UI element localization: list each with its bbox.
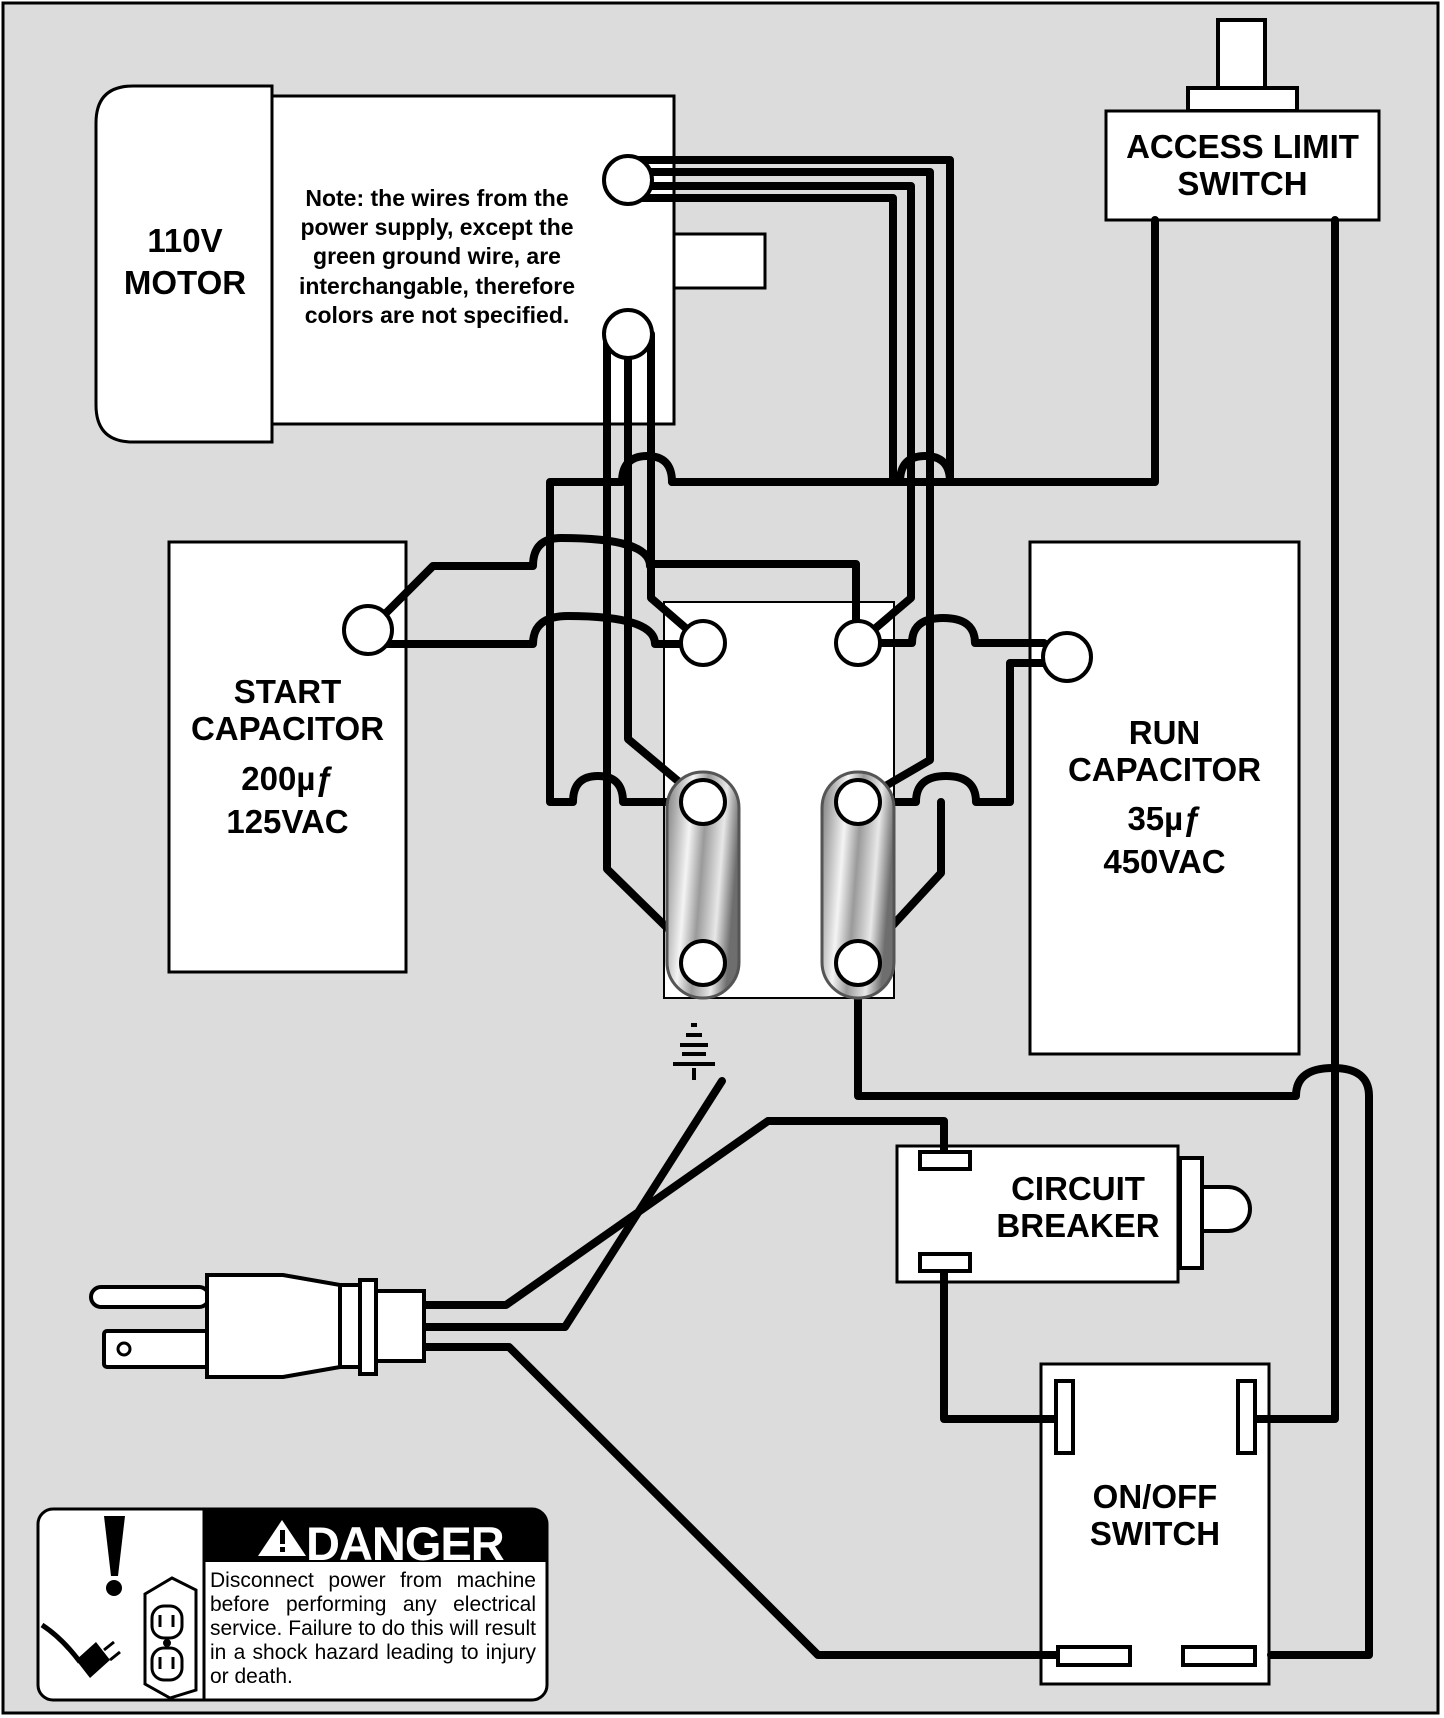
ground-symbol xyxy=(673,1023,715,1080)
motor-wiring-note: Note: the wires from the power supply, e… xyxy=(298,185,576,328)
outlet-icon xyxy=(143,1576,198,1700)
motor-terminal-bottom xyxy=(602,308,654,360)
terminal-block-post xyxy=(679,778,727,826)
motor-terminal-top xyxy=(602,154,654,206)
power-plug xyxy=(89,1273,426,1379)
warning-triangle-icon xyxy=(258,1520,306,1556)
start-capacitor-name: START CAPACITOR xyxy=(190,673,385,748)
breaker-terminal-bottom xyxy=(918,1252,972,1273)
terminal-block-post xyxy=(679,619,727,667)
terminal-block-post xyxy=(834,778,882,826)
start-capacitor-voltage: 125VAC xyxy=(226,803,349,840)
access-limit-switch-label: ACCESS LIMIT SWITCH xyxy=(1126,128,1359,203)
motor-label: MOTOR xyxy=(123,264,247,301)
breaker-terminal-top xyxy=(918,1150,972,1171)
circuit-breaker-label: CIRCUIT BREAKER xyxy=(996,1170,1160,1245)
jumper-bar-left xyxy=(665,770,741,1000)
terminal-block-post xyxy=(679,939,727,987)
switch-terminal-left xyxy=(1054,1379,1075,1455)
run-capacitor xyxy=(1028,540,1301,1056)
danger-box xyxy=(36,1507,549,1702)
access-limit-switch xyxy=(1104,18,1381,222)
start-capacitor-terminal xyxy=(342,604,394,656)
danger-title: DANGER xyxy=(306,1517,505,1570)
switch-terminal-bottom-right xyxy=(1181,1645,1257,1667)
run-capacitor-terminal xyxy=(1041,631,1093,683)
run-capacitor-capacitance: 35µƒ xyxy=(1127,800,1202,837)
run-capacitor-voltage: 450VAC xyxy=(1103,843,1226,880)
motor-voltage-label: 110V xyxy=(147,222,223,259)
jumper-bar-right xyxy=(820,770,896,1000)
on-off-switch-label: ON/OFF SWITCH xyxy=(1089,1478,1221,1553)
switch-terminal-bottom-left xyxy=(1056,1645,1132,1667)
danger-text: Disconnect power from machine before per… xyxy=(210,1569,536,1688)
on-off-switch xyxy=(1039,1362,1271,1686)
start-capacitor-capacitance: 200µƒ xyxy=(241,760,334,797)
switch-terminal-right xyxy=(1236,1379,1257,1455)
terminal-block-post xyxy=(834,619,882,667)
terminal-block-post xyxy=(834,939,882,987)
run-capacitor-name: RUN CAPACITOR xyxy=(1067,714,1262,789)
exclamation-icon xyxy=(104,1516,125,1596)
plug-icon xyxy=(40,1622,121,1678)
terminals xyxy=(342,154,1093,987)
